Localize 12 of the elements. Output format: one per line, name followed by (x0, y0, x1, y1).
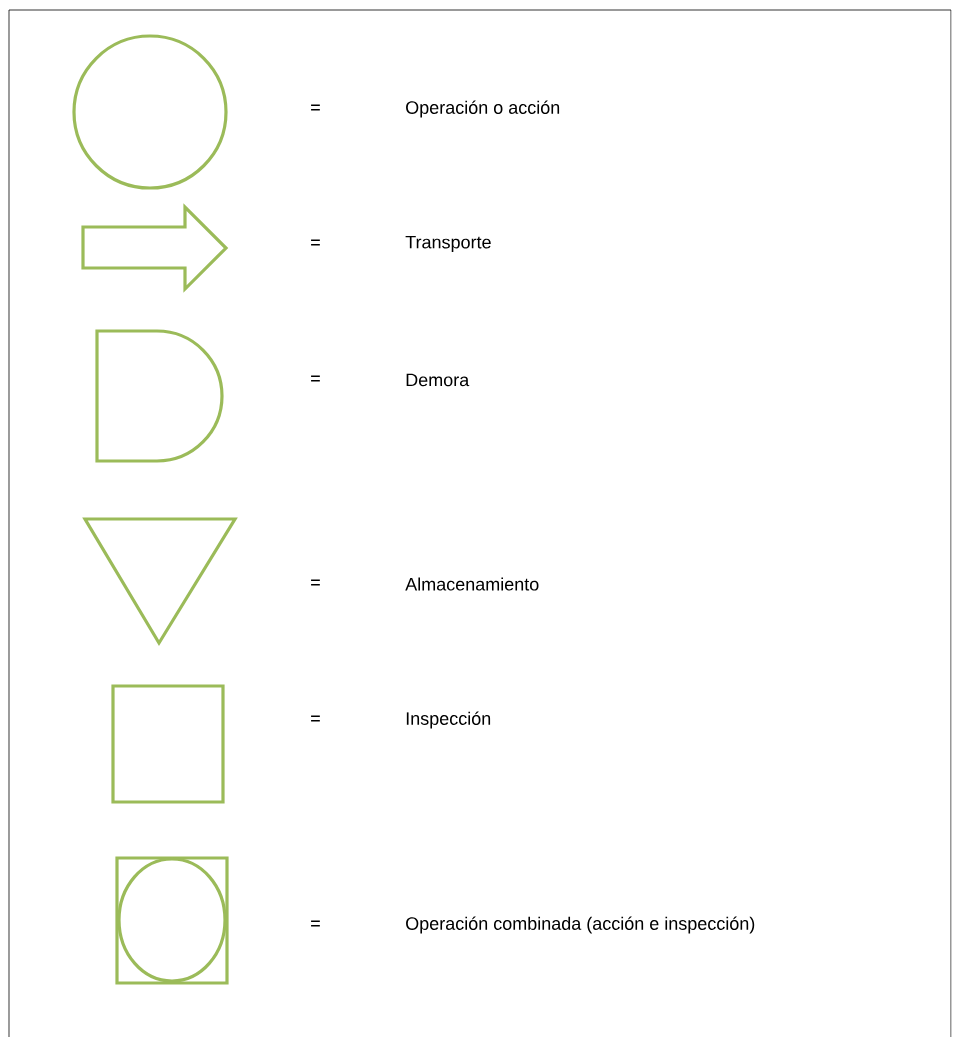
legend-text: Demora (406, 373, 470, 387)
equals-sign: = (311, 239, 320, 246)
legend-text: Transporte (405, 235, 491, 253)
equals-sign: = (311, 715, 320, 722)
legend-text: Almacenamiento (405, 577, 539, 591)
legend-text: Operación combinada (acción e inspección) (406, 916, 755, 934)
legend-text: Operación o acción (406, 100, 560, 118)
equals-sign: = (311, 375, 320, 382)
equals-sign: = (311, 579, 320, 586)
equals-sign: = (311, 920, 320, 927)
legend-text: Inspección (406, 711, 491, 729)
equals-sign: = (311, 104, 320, 111)
